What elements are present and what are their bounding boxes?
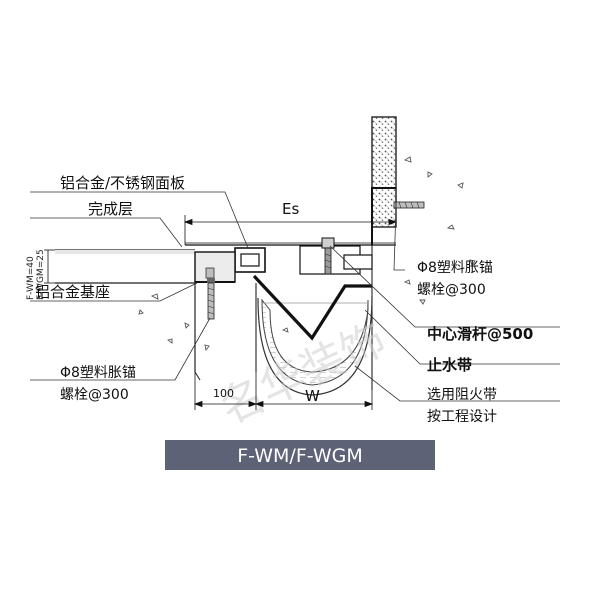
aluminum-base bbox=[194, 251, 236, 283]
finish-layer bbox=[55, 250, 195, 254]
thickness-label-2: F-WGM=25 bbox=[36, 249, 46, 300]
wall-right bbox=[371, 116, 397, 228]
label-fire-barrier-2: 按工程设计 bbox=[427, 409, 497, 425]
dimension-thickness bbox=[44, 249, 55, 284]
label-face-plate: 铝合金/不锈钢面板 bbox=[60, 174, 185, 192]
anchor-bolt-left bbox=[207, 278, 215, 320]
dimension-bottom bbox=[193, 372, 374, 410]
label-finish-layer: 完成层 bbox=[88, 200, 133, 218]
label-anchor-left-1: Φ8塑料胀锚 bbox=[60, 365, 136, 381]
label-slide-bar: 中心滑杆@500 bbox=[427, 325, 533, 343]
watermark: 名华装饰 bbox=[212, 314, 393, 435]
concrete-aggregate bbox=[138, 156, 476, 352]
label-anchor-right-2: 螺栓@300 bbox=[417, 282, 486, 298]
title-bar: F-WM/F-WGM bbox=[165, 440, 435, 470]
label-anchor-left-2: 螺栓@300 bbox=[60, 387, 129, 403]
center-slide-bolt bbox=[321, 237, 335, 275]
dim-100-label: 100 bbox=[213, 387, 234, 400]
thickness-label-1: F-WM=40 bbox=[26, 256, 36, 300]
face-plate bbox=[185, 187, 396, 341]
anchor-bolt-right bbox=[393, 201, 425, 209]
label-fire-barrier-1: 选用阻火带 bbox=[427, 387, 497, 403]
label-base: 铝合金基座 bbox=[35, 283, 110, 301]
leader-lines bbox=[30, 191, 560, 402]
dim-es-label: Es bbox=[282, 200, 299, 218]
label-water-stop: 止水带 bbox=[427, 356, 472, 374]
diagram-title: F-WM/F-WGM bbox=[237, 445, 363, 467]
floor-slab bbox=[55, 249, 201, 381]
dim-w-label: W bbox=[305, 387, 320, 405]
label-anchor-right-1: Φ8塑料胀锚 bbox=[417, 260, 493, 276]
water-stop-basin bbox=[257, 295, 373, 396]
